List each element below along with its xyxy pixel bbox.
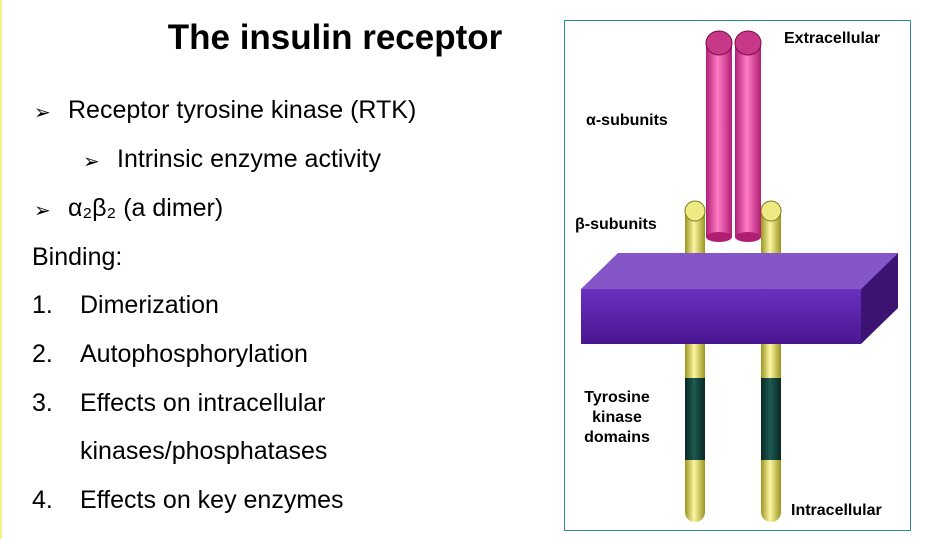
beta-subunit-right-intracellular (761, 344, 781, 522)
label-beta-subunits: β-subunits (575, 216, 657, 233)
label-tk-line3: domains (584, 429, 650, 446)
label-alpha-subunits: α-subunits (586, 112, 668, 129)
bullet-intrinsic: Intrinsic enzyme activity (117, 145, 381, 173)
list-number: 3. (32, 389, 53, 417)
bullet-rtk: Receptor tyrosine kinase (RTK) (68, 96, 417, 124)
beta-subunit-left-intracellular (685, 344, 705, 522)
list-number: 1. (32, 291, 53, 319)
alpha-subunit-right (734, 30, 762, 242)
list-item: Effects on key enzymes (80, 486, 344, 514)
tyrosine-kinase-domain-right (761, 378, 781, 460)
bullet-arrow-icon: ➢ (34, 198, 51, 222)
cell-membrane (581, 253, 898, 344)
alpha-subunit-left (705, 30, 733, 242)
list-item: Effects on intracellular (80, 389, 326, 417)
label-tyrosine-kinase-domains: Tyrosine kinase domains (575, 388, 659, 448)
list-item: Autophosphorylation (80, 340, 308, 368)
label-extracellular: Extracellular (784, 30, 881, 47)
list-item: Dimerization (80, 291, 219, 319)
label-tk-line1: Tyrosine (584, 389, 650, 406)
list-item-continuation: kinases/phosphatases (80, 437, 328, 465)
slide-edge (0, 0, 2, 539)
bullet-arrow-icon: ➢ (83, 149, 100, 173)
insulin-receptor-diagram: Extracellular α-subunits β-subunits Tyro… (564, 20, 911, 531)
tyrosine-kinase-domain-left (685, 378, 705, 460)
binding-heading: Binding: (32, 243, 123, 271)
label-tk-line2: kinase (592, 409, 642, 426)
label-intracellular: Intracellular (791, 502, 882, 519)
bullet-arrow-icon: ➢ (34, 100, 51, 124)
slide-title: The insulin receptor (167, 18, 503, 57)
bullet-dimer: α₂β₂ (a dimer) (68, 194, 224, 222)
list-number: 2. (32, 340, 53, 368)
list-number: 4. (32, 486, 53, 514)
receptor-illustration (581, 30, 898, 522)
